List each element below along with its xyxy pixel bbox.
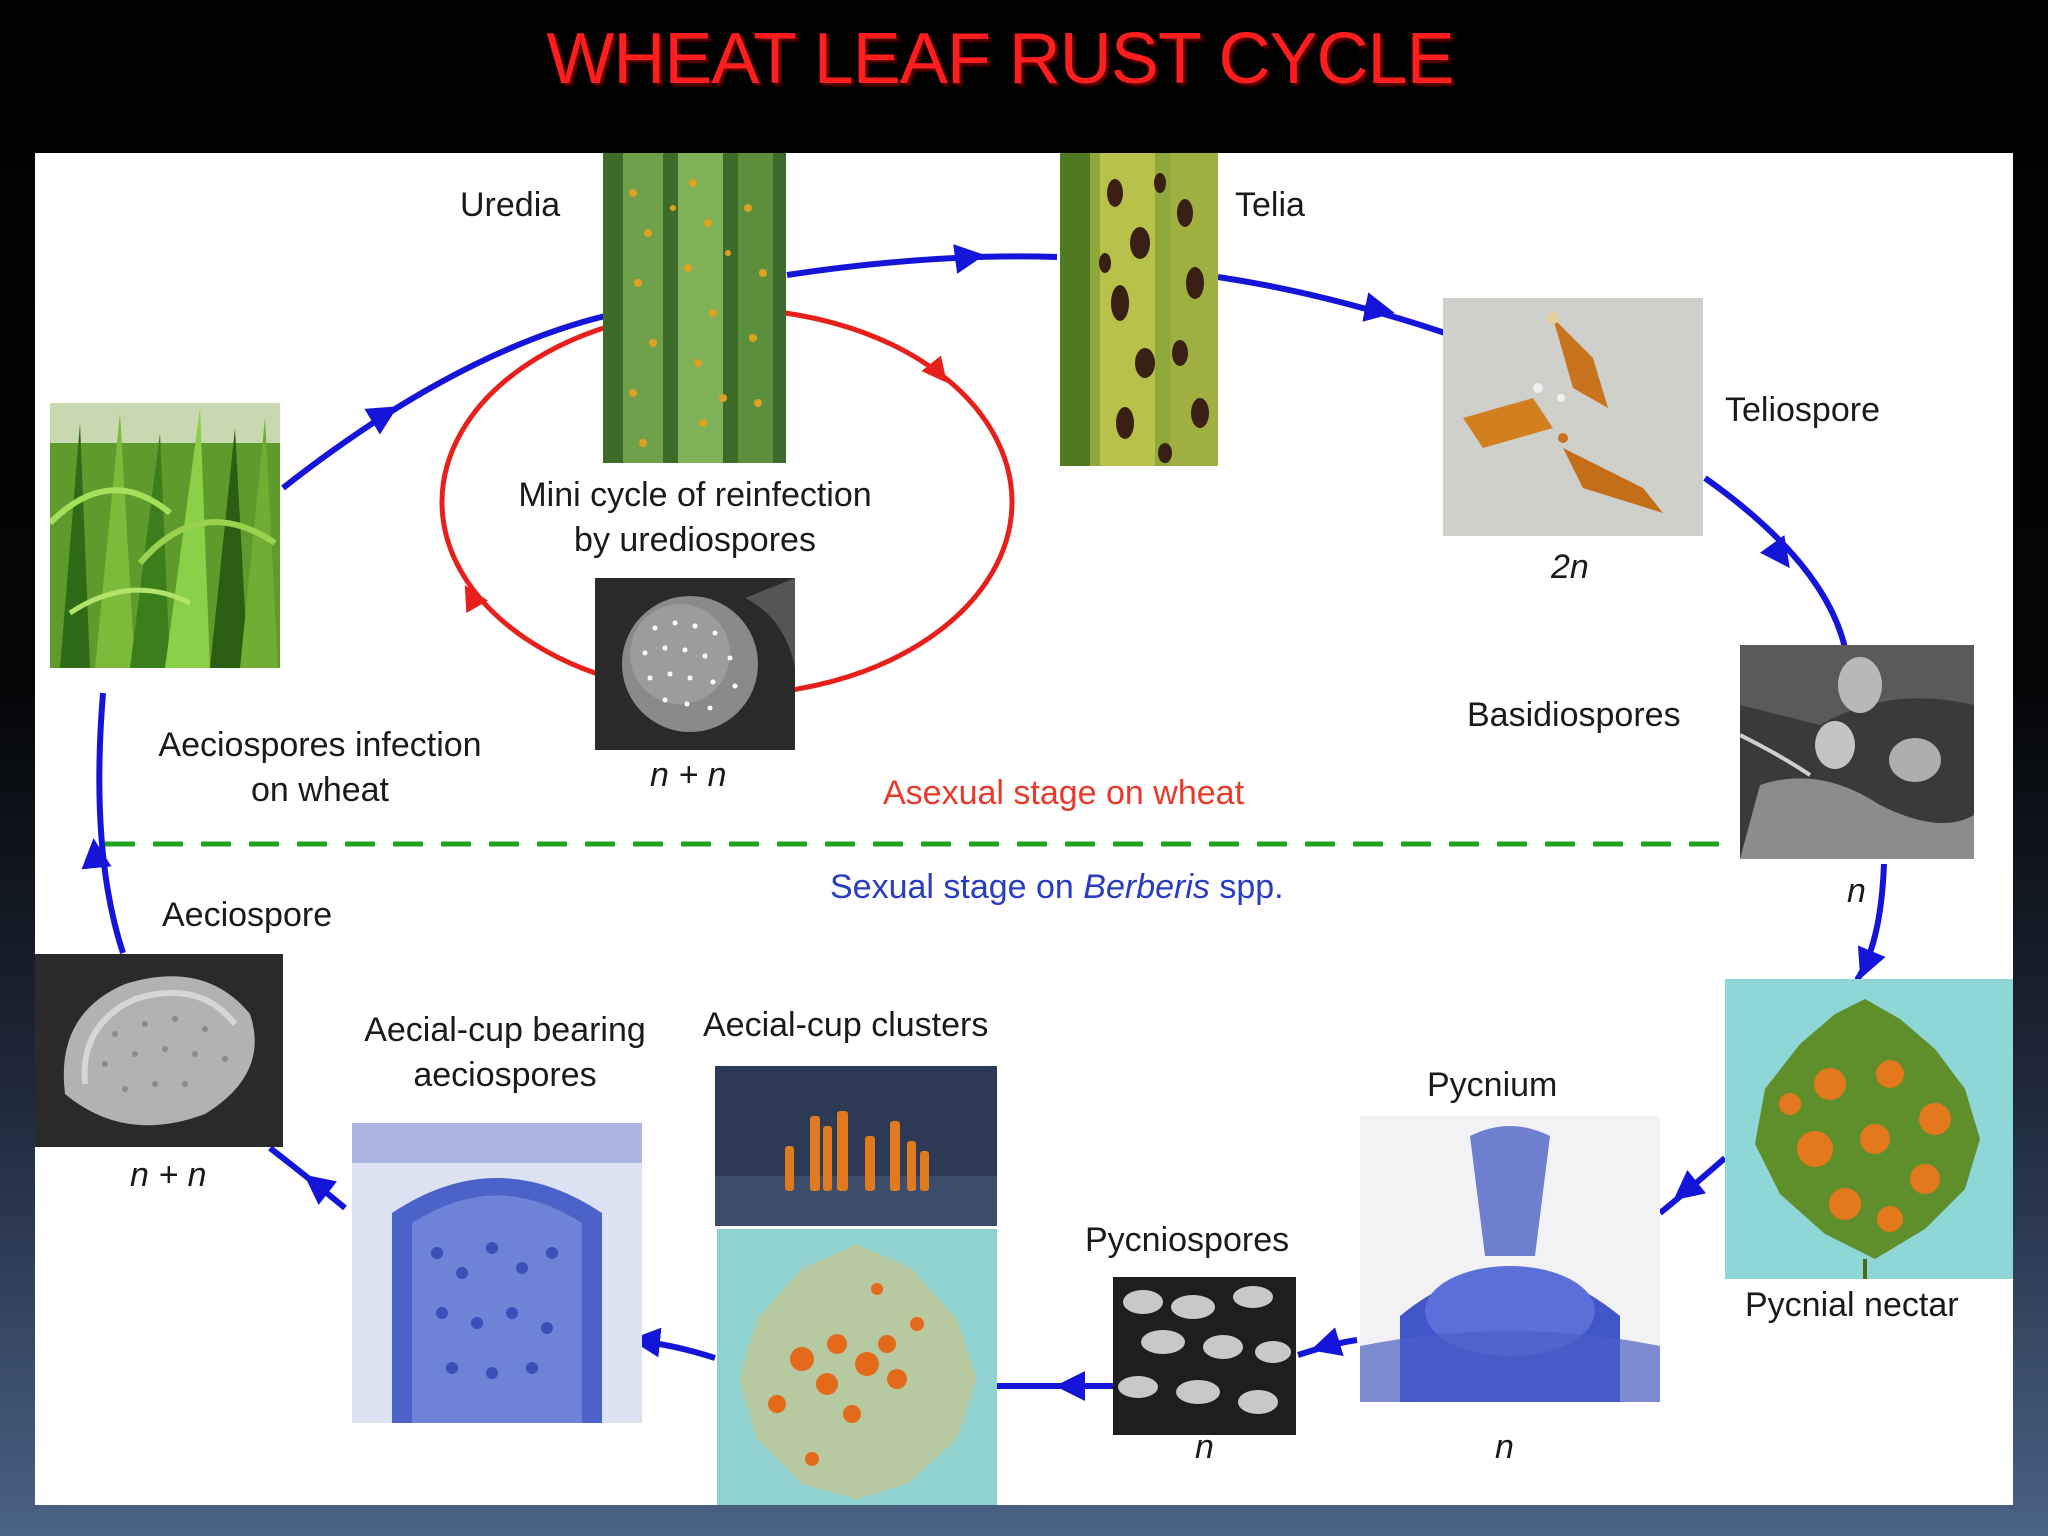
label-aecial-cup-bearing-line1: Aecial-cup bearing xyxy=(364,1011,646,1049)
label-teliospore: Teliospore xyxy=(1725,391,1880,429)
arrow-aeciospore-to-wheat xyxy=(96,692,126,954)
aeciospore-sem xyxy=(35,954,283,1147)
label-pycnial-nectar: Pycnial nectar xyxy=(1745,1286,1959,1324)
arrowhead-uredia-telia xyxy=(953,244,985,274)
label-sexual-stage-prefix: Sexual stage on xyxy=(830,868,1084,906)
uredia-leaf-photo xyxy=(603,153,786,463)
label-mini-cycle-line1: Mini cycle of reinfection xyxy=(518,476,872,514)
wheat-plants-photo xyxy=(50,403,280,668)
label-teliospore-ploidy: 2n xyxy=(1551,548,1589,586)
teliospore-micrograph xyxy=(1443,298,1703,536)
label-telia: Telia xyxy=(1235,186,1305,224)
pycnial-nectar-photo xyxy=(1725,979,2013,1279)
arrowhead-nectar-pycnium xyxy=(1673,1169,1707,1201)
arrow-uredia-to-telia xyxy=(786,253,1058,278)
arrowhead-aecial-bearing xyxy=(630,1327,662,1358)
arrow-wheat-to-uredia xyxy=(281,313,606,491)
label-sexual-stage: Sexual stage on Berberis spp. xyxy=(830,865,1284,910)
label-aecial-cup-bearing: Aecial-cup bearing aeciospores xyxy=(335,1008,675,1098)
arrowhead-telia-teliospore xyxy=(1362,292,1395,322)
label-basidiospores: Basidiospores xyxy=(1467,696,1681,734)
label-pycniospores-ploidy: n xyxy=(1195,1428,1214,1466)
slide-title: WHEAT LEAF RUST CYCLE xyxy=(546,19,1454,99)
label-sexual-stage-genus: Berberis xyxy=(1083,868,1210,906)
label-mini-cycle-line2: by urediospores xyxy=(574,520,816,559)
mini-cycle-arrowhead-left xyxy=(464,585,489,614)
label-pycnium-ploidy: n xyxy=(1495,1428,1514,1466)
arrow-teliospore-to-basidiospores xyxy=(1703,475,1848,649)
pycniospores-sem xyxy=(1113,1277,1296,1435)
aecial-cup-leaf-photo xyxy=(717,1229,997,1505)
label-aeciospore: Aeciospore xyxy=(162,896,333,934)
arrow-telia-to-teliospore xyxy=(1217,274,1446,336)
arrowhead-basidiospores-nectar xyxy=(1857,945,1886,979)
arrowhead-teliospore-basidiospores xyxy=(1760,535,1790,569)
arrowhead-wheat-uredia xyxy=(364,406,398,435)
label-pycnium: Pycnium xyxy=(1427,1066,1558,1104)
basidiospores-sem xyxy=(1740,645,1974,859)
aecial-cup-bearing-section xyxy=(352,1123,642,1423)
label-aecial-cup-clusters: Aecial-cup clusters xyxy=(703,1006,989,1044)
label-uredia: Uredia xyxy=(460,186,561,224)
telia-leaf-photo xyxy=(1060,153,1218,466)
arrowhead-bearing-aeciospore xyxy=(304,1174,338,1206)
label-aeciospore-ploidy: n + n xyxy=(130,1156,207,1194)
label-urediospore-ploidy: n + n xyxy=(650,756,727,794)
label-asexual-stage: Asexual stage on wheat xyxy=(883,774,1245,812)
urediospore-sem xyxy=(595,578,795,750)
label-basidiospores-ploidy: n xyxy=(1847,872,1866,910)
pycnium-section xyxy=(1360,1116,1660,1402)
label-mini-cycle: Mini cycle of reinfection by urediospore… xyxy=(475,473,915,563)
label-aeciospores-infection-line1: Aeciospores infection xyxy=(158,726,482,764)
label-aeciospores-infection-line2: on wheat xyxy=(251,770,389,809)
diagram-panel: Uredia Telia Teliospore 2n Mini cycle of… xyxy=(35,153,2013,1505)
mini-cycle-arrowhead-right xyxy=(921,355,947,383)
arrowhead-pycnium-pycniospores xyxy=(1310,1327,1344,1357)
label-sexual-stage-suffix: spp. xyxy=(1209,868,1284,906)
aecial-cup-clusters-photo xyxy=(715,1066,997,1226)
label-aeciospores-infection: Aeciospores infection on wheat xyxy=(130,723,510,813)
cycle-connectors xyxy=(81,244,1887,1401)
arrow-bearing-to-aeciospore xyxy=(268,1145,347,1211)
arrowhead-aeciospore-wheat xyxy=(81,838,112,870)
label-aecial-cup-bearing-line2: aeciospores xyxy=(413,1055,597,1094)
label-pycniospores: Pycniospores xyxy=(1085,1221,1290,1259)
